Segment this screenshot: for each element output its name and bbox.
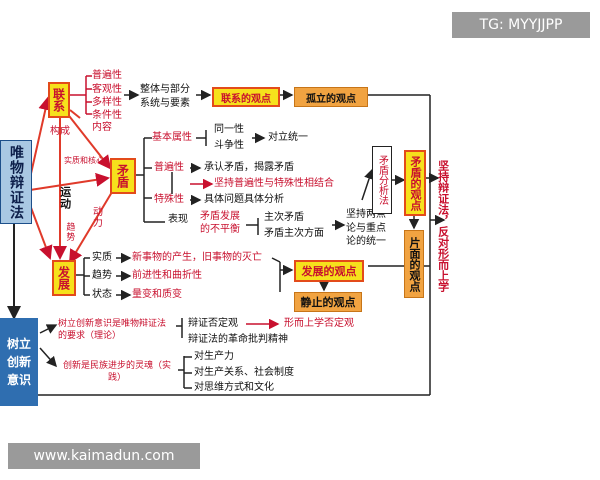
main-title: 唯物辩证法 [8, 144, 24, 220]
conn-prop-conditionality: 条件性 [92, 110, 122, 121]
label-trend: 趋势 [64, 222, 75, 242]
whole-part: 整体与部分 [140, 84, 190, 95]
state-text: 量变和质变 [132, 289, 182, 300]
trend-text: 前进性和曲折性 [132, 270, 202, 281]
production-relations: 对生产关系、社会制度 [194, 367, 294, 378]
label-power: 动力 [90, 206, 102, 228]
view-contradiction: 矛盾的观点 [409, 155, 422, 211]
label-motion: 运动 [58, 186, 72, 210]
node-contradiction: 矛盾 [110, 158, 136, 194]
two-point-theory: 坚持两点论与重点论的统一 [346, 209, 386, 247]
watermark-top: TG: MYYJJPP [452, 12, 590, 38]
basic-attribute: 基本属性 [152, 132, 192, 143]
state-label: 状态 [92, 289, 112, 300]
innovation-title: 树立创新意识 [6, 337, 31, 387]
essence-text: 新事物的产生，旧事物的灭亡 [132, 252, 262, 263]
metaphysical-negation: 形而上学否定观 [284, 318, 354, 329]
view-onesided: 片面的观点 [408, 236, 421, 292]
trend-label: 趋势 [92, 270, 112, 281]
struggle: 斗争性 [214, 140, 244, 151]
unity-opposites: 对立统一 [268, 132, 308, 143]
view-onesided-box: 片面的观点 [404, 230, 424, 298]
view-isolated-box: 孤立的观点 [294, 87, 368, 107]
thinking-culture: 对思维方式和文化 [194, 382, 274, 393]
productivity: 对生产力 [194, 351, 234, 362]
identity: 同一性 [214, 124, 244, 135]
persist-dialectics: 坚持辩证法，反对形而上学 [436, 160, 450, 292]
main-aspect: 矛盾主次方面 [264, 228, 324, 239]
contradiction-analysis: 矛盾分析法 [376, 155, 388, 205]
conn-prop-objectivity: 客观性 [92, 84, 122, 95]
node-development: 发展 [52, 260, 76, 296]
main-title-box: 唯物辩证法 [0, 140, 32, 224]
uneven-development: 矛盾发展的不平衡 [200, 211, 240, 235]
contradiction-analysis-box: 矛盾分析法 [372, 146, 392, 214]
view-contradiction-box: 矛盾的观点 [404, 150, 426, 216]
manifest: 表现 [168, 214, 188, 225]
combine-universal-particular: 坚持普遍性与特殊性相结合 [214, 178, 334, 189]
dialectic-negation: 辩证否定观 [188, 318, 238, 329]
conn-prop-universality: 普遍性 [92, 70, 122, 81]
system-element: 系统与要素 [140, 98, 190, 109]
watermark-bottom: www.kaimadun.com [8, 443, 200, 469]
label-essence: 实质和核心 [64, 156, 104, 165]
innovation-soul: 创新是民族进步的灵魂（实践） [62, 361, 171, 384]
label-composition: 构成 [50, 126, 70, 137]
essence-label: 实质 [92, 252, 112, 263]
innovation-requirement: 树立创新意识是唯物辩证法的要求（理论） [58, 319, 167, 342]
revolutionary-spirit: 辩证法的革命批判精神 [188, 334, 288, 345]
main-contradiction: 主次矛盾 [264, 212, 304, 223]
innovation-title-box: 树立创新意识 [0, 318, 38, 406]
conn-prop-diversity: 多样性 [92, 97, 122, 108]
node-connection: 联系 [48, 82, 70, 118]
acknowledge-contradiction: 承认矛盾，揭露矛盾 [204, 162, 294, 173]
particularity: 特殊性 [154, 194, 184, 205]
concrete-analysis: 具体问题具体分析 [204, 194, 284, 205]
label-inner: 内容 [92, 122, 112, 133]
view-connection-box: 联系的观点 [212, 87, 280, 107]
view-development-box: 发展的观点 [294, 260, 364, 282]
view-static-box: 静止的观点 [294, 292, 362, 312]
universality: 普遍性 [154, 162, 184, 173]
